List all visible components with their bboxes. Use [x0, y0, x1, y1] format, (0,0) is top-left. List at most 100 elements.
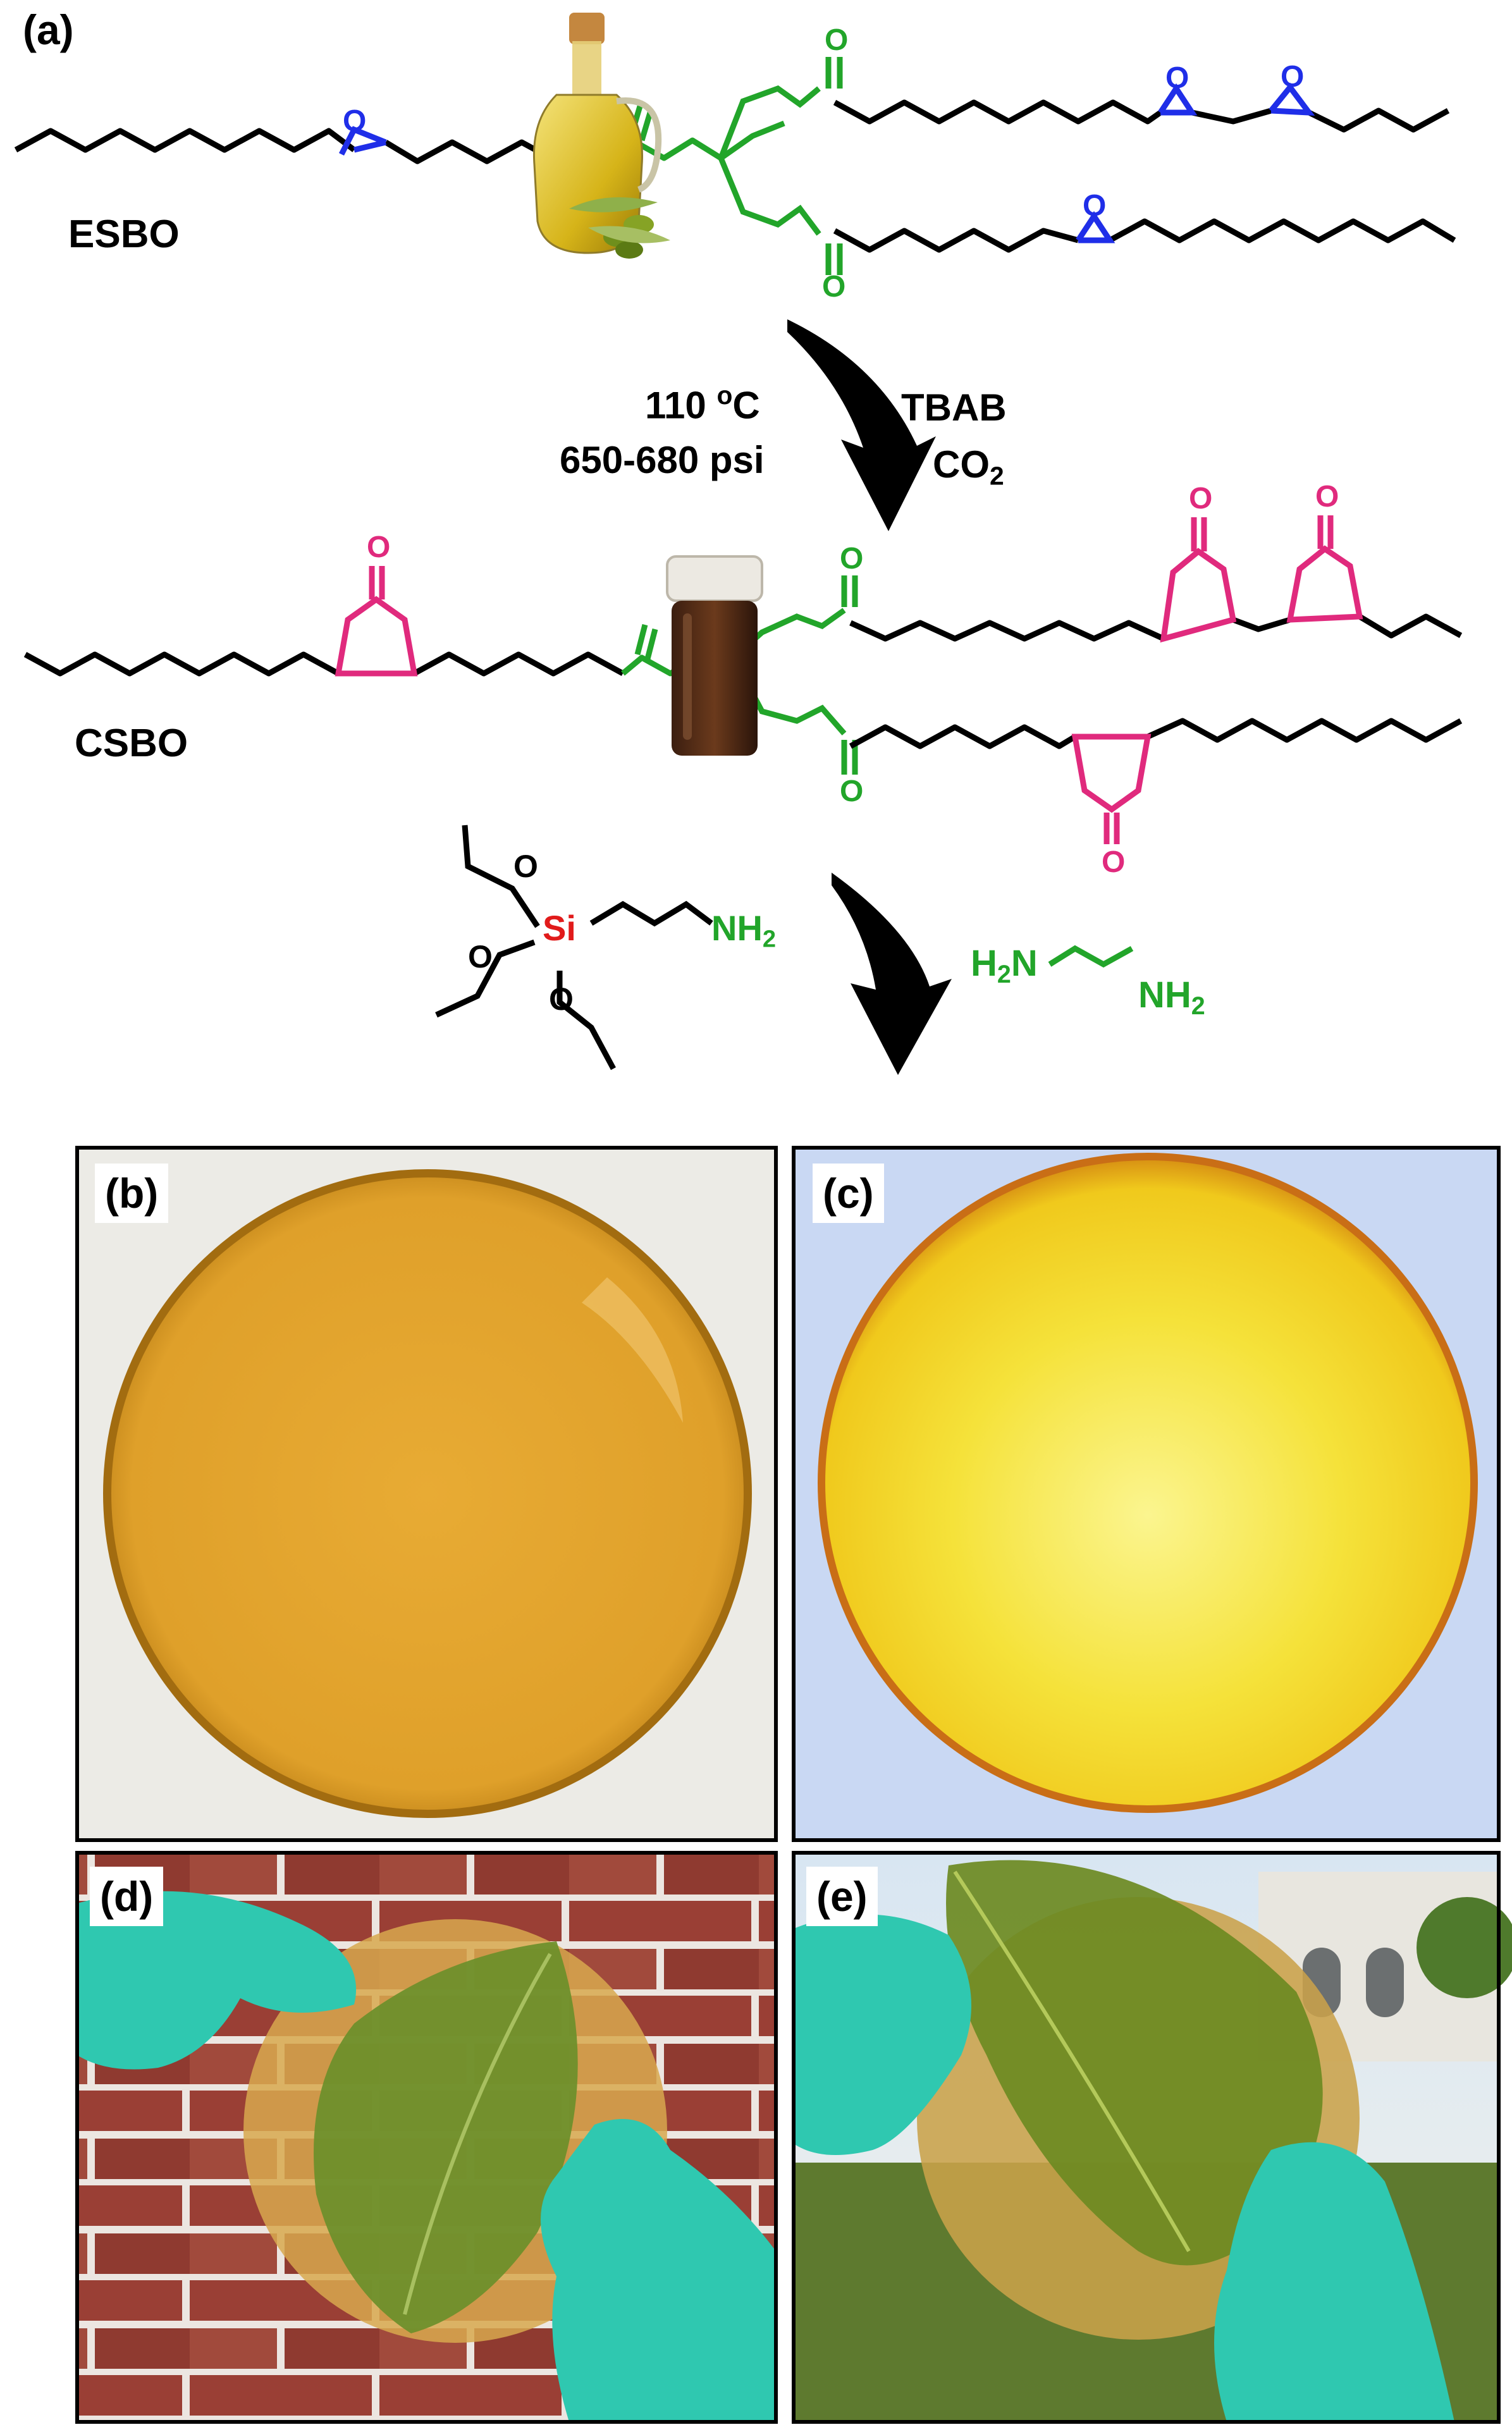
leaf-e [946, 1860, 1323, 2266]
csbo-ester-o-bottom: O [840, 775, 864, 808]
csbo-carbonate-left [335, 596, 418, 677]
aptes-o-left: O [468, 939, 493, 974]
aptes-o-bottom: O [549, 981, 574, 1017]
panel-label-c: (c) [813, 1164, 884, 1223]
esbo-chain-left [14, 128, 356, 153]
leaf-d-vein [403, 1953, 552, 2315]
jar-highlight [683, 613, 692, 740]
csbo-ester-o-top: O [840, 542, 864, 575]
olive-leaf-1 [569, 197, 658, 212]
aptes-ethoxy-bottom [556, 971, 616, 1071]
esbo-epoxide-bottom [1076, 211, 1116, 243]
ester-o-bottom: O [822, 270, 846, 304]
panel-label-d: (d) [90, 1867, 164, 1926]
panel-d-border [75, 1851, 778, 2424]
reaction-arrow-2 [832, 873, 952, 1075]
olive-leaf-2 [588, 226, 670, 243]
bottle-neck [572, 41, 601, 95]
tree [1417, 1897, 1512, 1998]
jar-lid [666, 555, 763, 602]
epoxide-o-top-2: O [1281, 60, 1305, 94]
esbo-glycerol-up [718, 85, 821, 159]
panel-e-border [792, 1851, 1501, 2424]
esbo-epoxide-top-2 [1269, 82, 1315, 116]
panel-label-a: (a) [23, 6, 74, 53]
epoxide-o-top-1: O [1165, 61, 1189, 95]
leaf-e-vein [953, 1870, 1191, 2252]
glove-e-left [794, 1914, 971, 2155]
csbo-chain-bottom [849, 724, 1077, 749]
jar-body [672, 601, 758, 756]
esbo-chain-top-2 [1191, 107, 1272, 125]
csbo-chain-top-2 [1232, 617, 1291, 632]
csbo-chain-left-2 [412, 651, 625, 677]
glove-d-right [541, 2119, 776, 2422]
csbo-chain-top-3 [1358, 613, 1463, 639]
esbo-ester-core [623, 120, 785, 163]
esbo-ester-co-left-b [639, 109, 654, 142]
condition-gas: CO2 [933, 443, 1004, 491]
esbo-label: ESBO [68, 212, 180, 256]
esbo-epoxide-left [338, 126, 387, 156]
panel-e [792, 1851, 1512, 2424]
epoxide-o-left: O [343, 104, 367, 138]
panel-c [792, 1146, 1501, 1842]
esbo-glycerol-down [718, 157, 821, 236]
carbonate-o-left: O [367, 531, 391, 564]
aptes-structure [435, 825, 713, 1071]
carbonate-o-bottom: O [1102, 845, 1126, 879]
csbo-ester-co-left [634, 623, 648, 656]
csbo-structure [23, 515, 1463, 844]
bottle-handle [616, 97, 662, 193]
csbo-label: CSBO [75, 722, 188, 765]
film-b-disc [111, 1177, 744, 1810]
csbo-chain-left [23, 651, 340, 677]
csbo-carbonate-top-2 [1286, 545, 1363, 623]
film-c-disc [825, 1160, 1470, 1805]
aptes-propyl [589, 900, 713, 927]
csbo-ester-co-left-b [644, 628, 658, 660]
esbo-epoxide-top-1 [1158, 83, 1198, 116]
eda-nh2: NH2 [1138, 974, 1205, 1021]
esbo-chain-top-3 [1308, 107, 1450, 133]
csbo-carbonate-bottom [1071, 734, 1152, 813]
bottle-body [532, 94, 643, 254]
csbo-chain-top [849, 620, 1165, 642]
olive-oil-bottle-illustration [532, 13, 670, 259]
glove-e-right [1214, 2142, 1454, 2422]
eda-bonds [1048, 945, 1134, 968]
eda-h2n: H2N [971, 943, 1038, 989]
csbo-chain-bottom-2 [1146, 718, 1463, 743]
aptes-ethoxy-left [435, 939, 536, 1018]
carbonate-o-top-2: O [1315, 480, 1339, 513]
condition-pressure: 650-680 psi [560, 439, 765, 481]
esbo-chain-bottom [833, 228, 1079, 253]
esbo-chain-top [833, 99, 1162, 125]
panel-d [75, 1851, 778, 2424]
condition-catalyst: TBAB [901, 386, 1007, 429]
leaf-d [314, 1941, 578, 2333]
panel-b [75, 1146, 778, 1842]
ester-o-top: O [825, 23, 849, 57]
csbo-carbonate-top-1 [1160, 548, 1237, 643]
reaction-arrow-1 [787, 319, 936, 531]
panel-label-e: (e) [806, 1867, 878, 1926]
carbonate-o-top-1: O [1189, 482, 1213, 515]
film-b-glare [582, 1277, 683, 1423]
glove-d-left [77, 1891, 357, 2070]
condition-temperature: 110 oC [645, 381, 760, 427]
panel-b-border [75, 1146, 778, 1842]
bottle-cork [569, 13, 605, 44]
esbo-structure [14, 57, 1456, 275]
panel-c-border [792, 1146, 1501, 1842]
aptes-amine: NH2 [711, 908, 777, 953]
esbo-epoxide-left-bond [353, 139, 387, 153]
epoxide-o-bottom: O [1083, 189, 1107, 223]
panel-label-b: (b) [95, 1164, 169, 1223]
aptes-o-top: O [513, 849, 538, 884]
csbo-jar-photo [666, 555, 763, 756]
aptes-ethoxy-top [462, 825, 540, 928]
aptes-si: Si [543, 908, 576, 948]
olive-3 [615, 241, 643, 259]
